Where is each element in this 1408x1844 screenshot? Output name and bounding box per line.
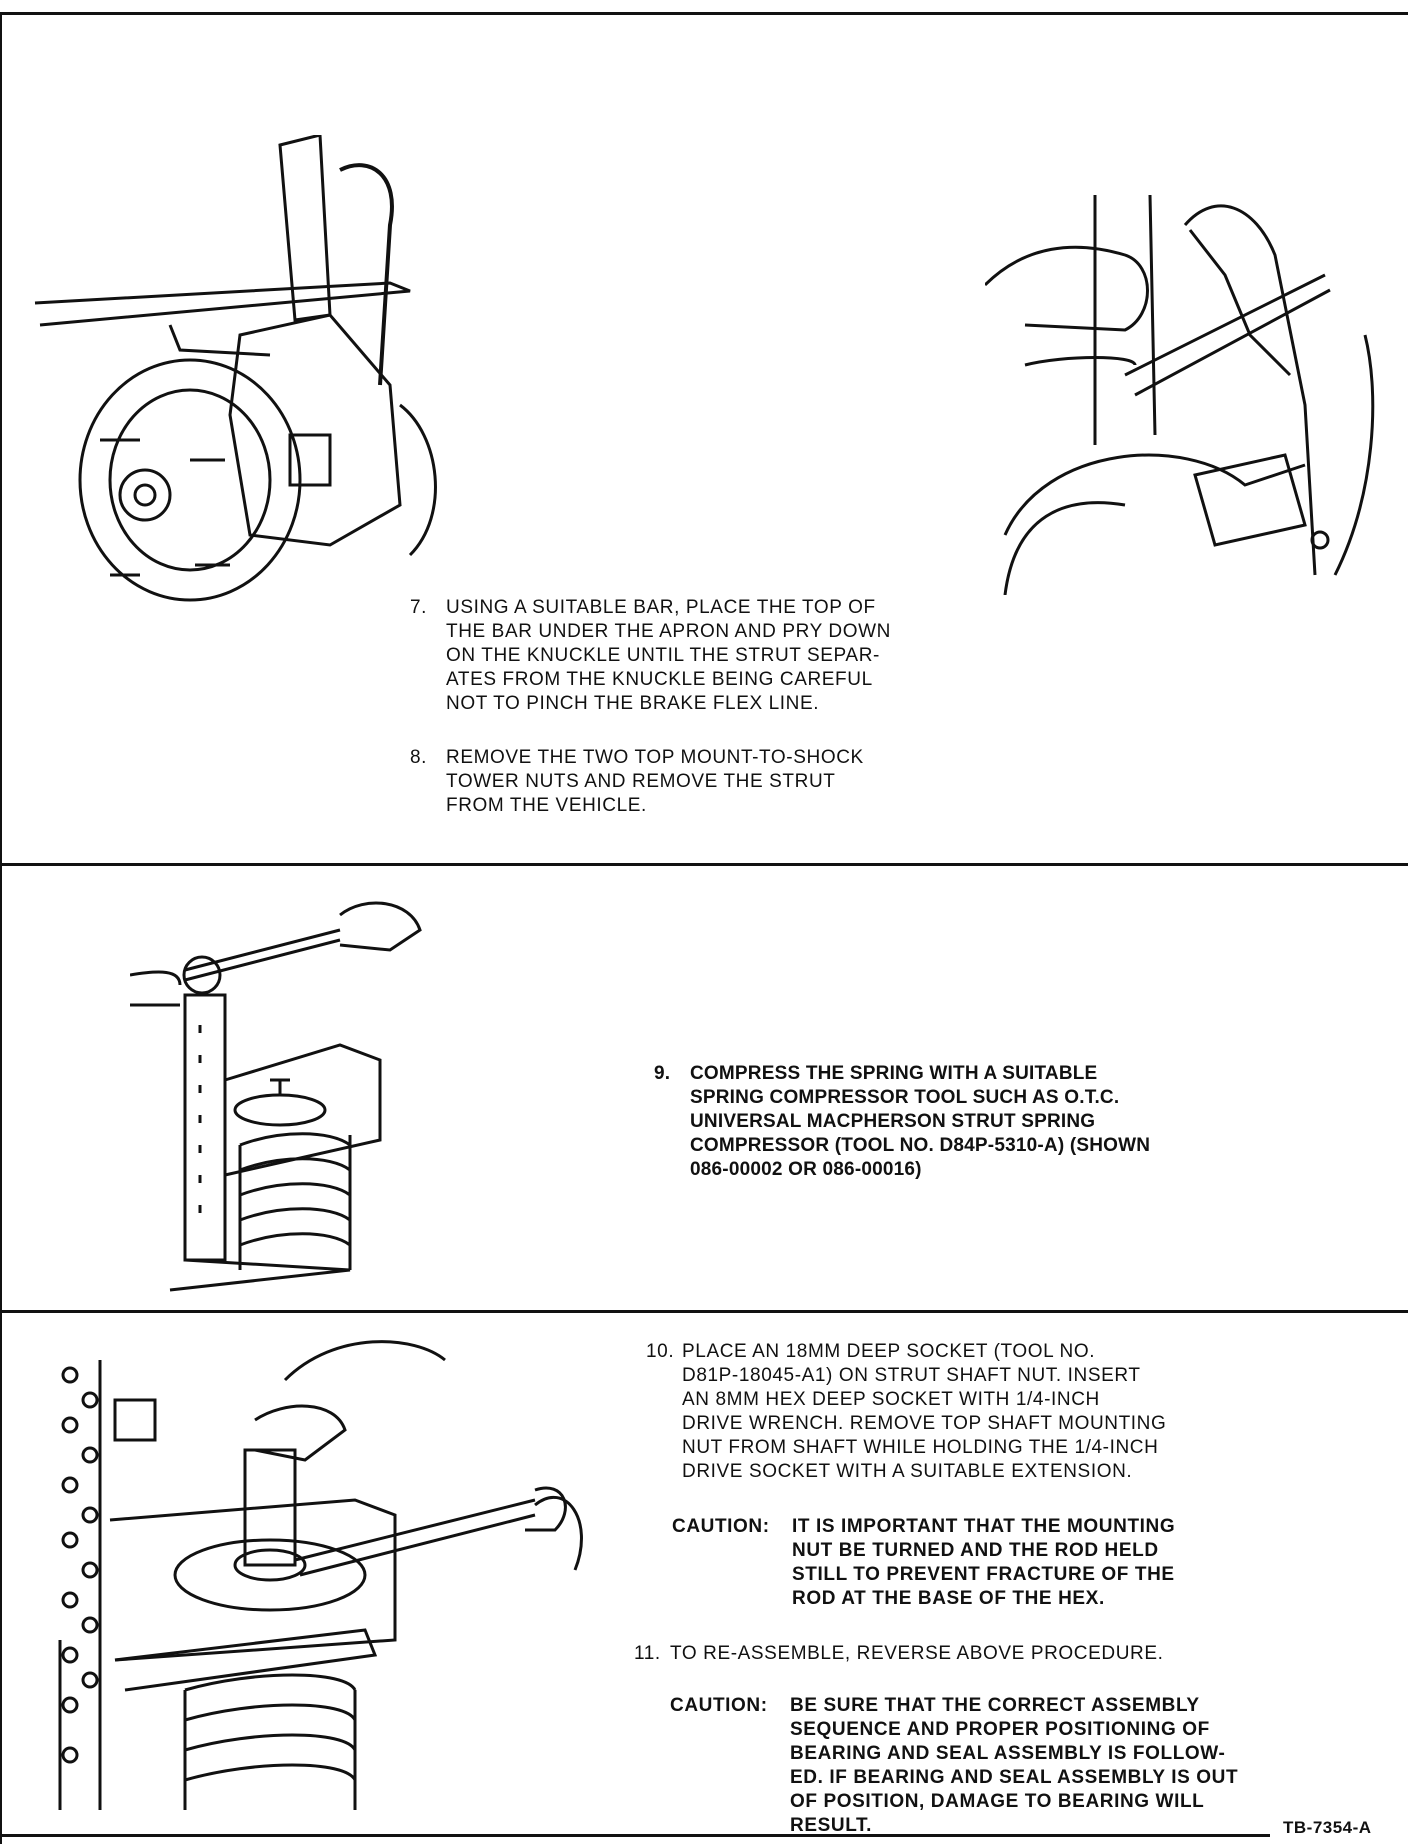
strut-knuckle-hand-illustration [985,195,1380,595]
step-10: 10. PLACE AN 18mm DEEP SOCKET (TOOL NO. … [646,1340,1246,1484]
caution-2: CAUTION: BE SURE THAT THE CORRECT ASSEMB… [670,1694,1290,1838]
caution-label: CAUTION: [670,1695,768,1716]
caution-1: CAUTION: IT IS IMPORTANT THAT THE MOUNTI… [672,1515,1272,1611]
step-9: 9. COMPRESS THE SPRING WITH A SUITABLE S… [654,1062,1214,1182]
bottom-rule [0,1834,1270,1837]
caution-text: IT IS IMPORTANT THAT THE MOUNTING NUT BE… [792,1516,1176,1609]
step-text: PLACE AN 18mm DEEP SOCKET (TOOL NO. D81P… [682,1341,1167,1482]
step-number: 9. [654,1063,671,1084]
section-divider-1 [0,863,1408,866]
step-11: 11. TO RE-ASSEMBLE, REVERSE ABOVE PROCED… [634,1642,1254,1666]
step-8: 8. REMOVE THE TWO TOP MOUNT-TO-SHOCK TOW… [410,746,970,818]
step-number: 10. [646,1341,675,1362]
socket-wrench-strut-illustration [55,1340,595,1820]
step-text: COMPRESS THE SPRING WITH A SUITABLE SPRI… [690,1063,1151,1180]
caution-label: CAUTION: [672,1516,770,1537]
section-divider-2 [0,1310,1408,1313]
step-number: 7. [410,597,428,618]
step-text: REMOVE THE TWO TOP MOUNT-TO-SHOCK TOWER … [446,747,864,816]
caution-text: BE SURE THAT THE CORRECT ASSEMBLY SEQUEN… [790,1695,1239,1836]
step-text: TO RE-ASSEMBLE, REVERSE ABOVE PROCEDURE. [670,1643,1164,1664]
top-rule [0,12,1408,15]
step-number: 8. [410,747,428,768]
wheel-hub-pry-bar-illustration [30,135,470,605]
document-code: TB-7354-A [1283,1818,1372,1837]
step-text: USING A SUITABLE BAR, PLACE THE TOP OF T… [446,597,891,714]
spring-compressor-illustration [130,875,450,1300]
step-number: 11. [634,1643,661,1664]
step-7: 7. USING A SUITABLE BAR, PLACE THE TOP O… [410,596,970,716]
left-edge-line [0,12,2,1844]
